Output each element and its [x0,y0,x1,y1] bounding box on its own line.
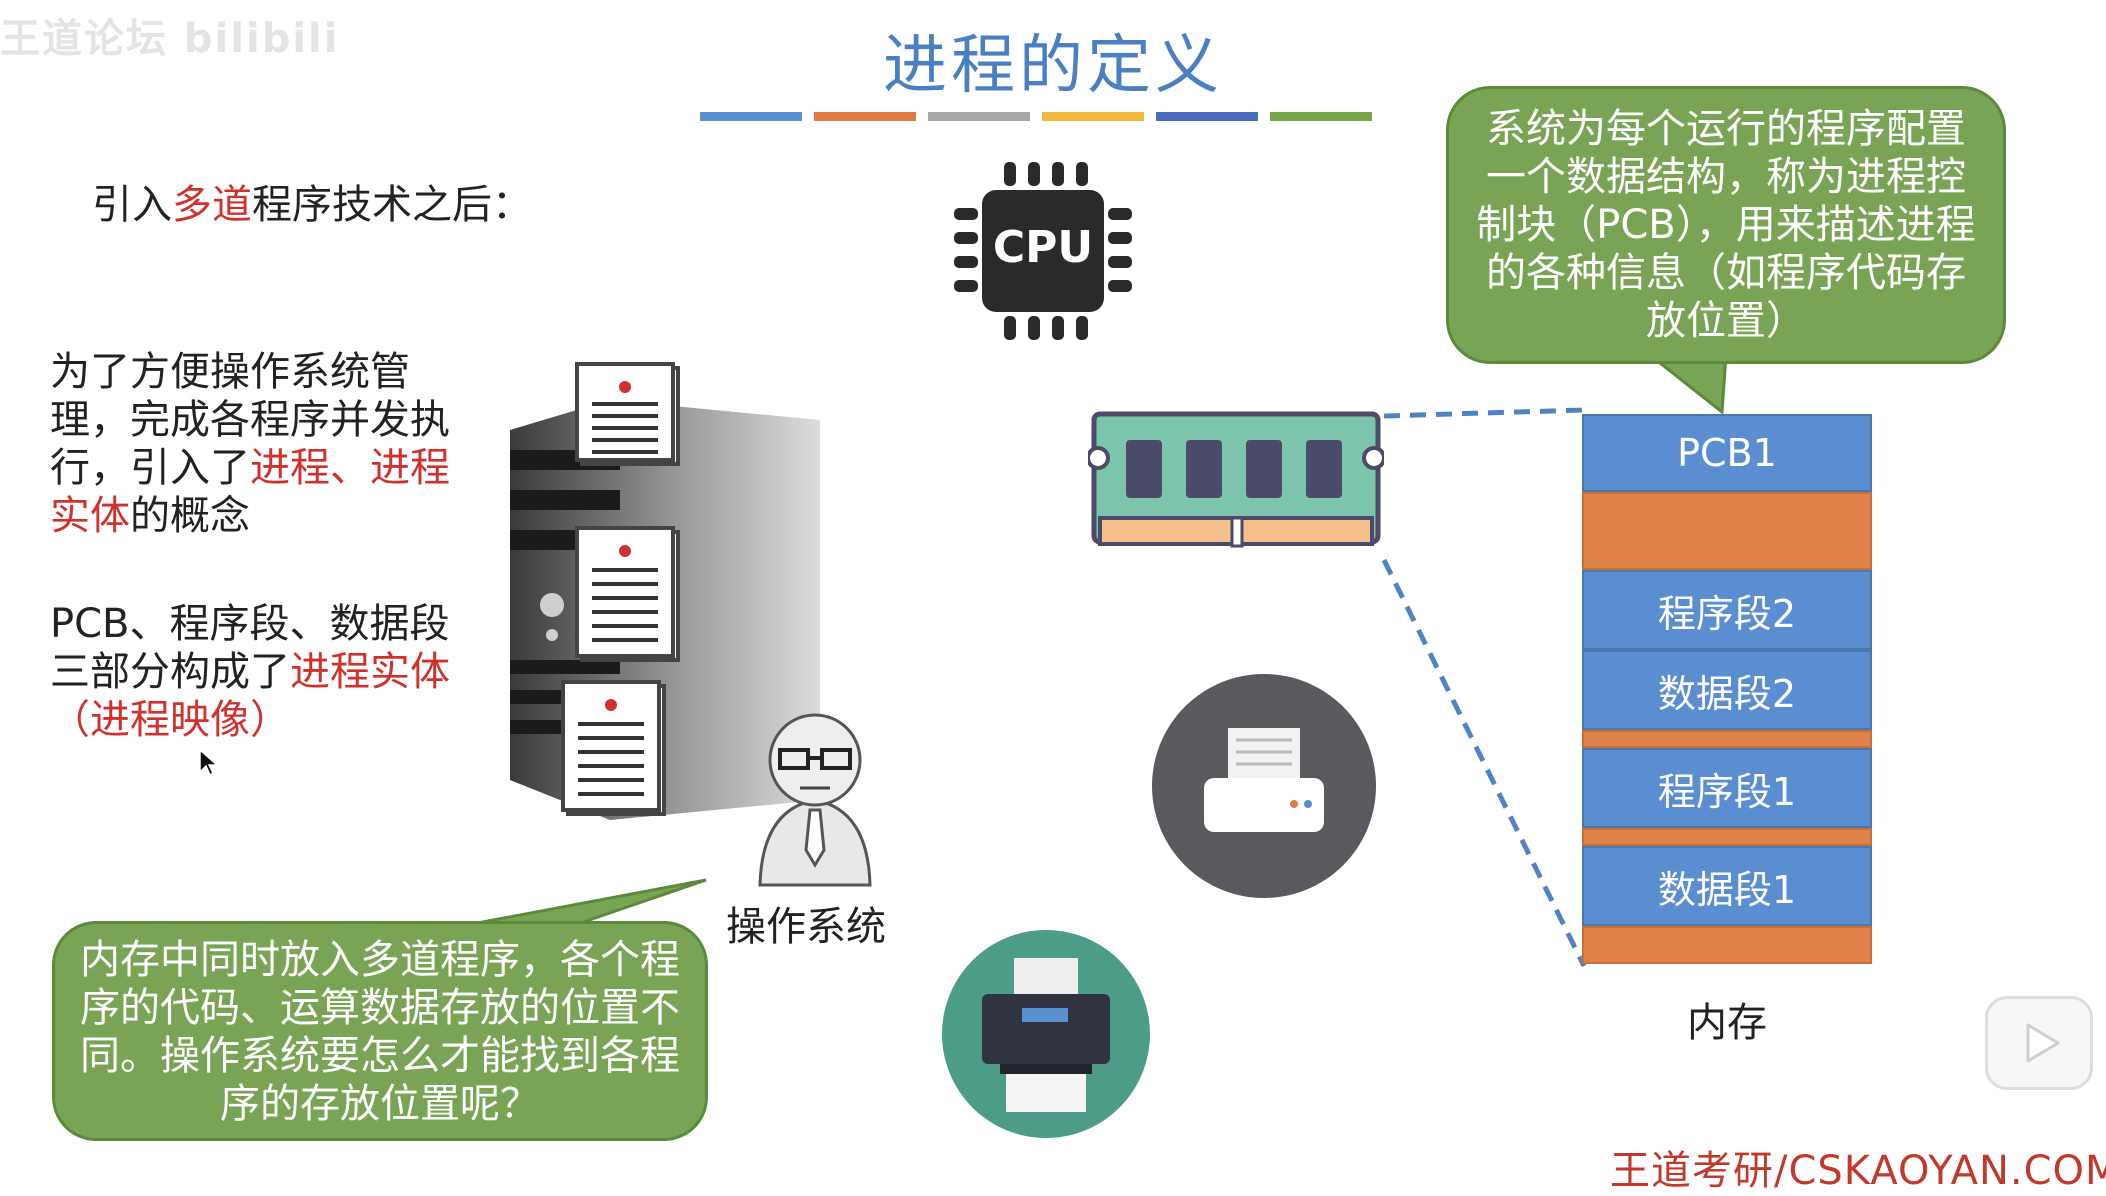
memory-block: 程序段2 [1582,570,1872,650]
ram-module-icon [1088,411,1384,548]
para1-text: 为了方便操作系统管理，完成各程序并发执行，引入了 [50,349,450,491]
memory-block: 数据段2 [1582,650,1872,730]
para2-paren-open: （ [50,697,90,743]
para1-highlight: 进程、进程实体 [50,445,450,539]
memory-block: 数据段1 [1582,846,1872,926]
memory-free-space [1582,926,1872,964]
title-bar-segment [1270,112,1372,121]
printer-icon [1152,674,1376,898]
video-play-button[interactable] [1985,996,2093,1090]
para2-text: PCB、程序段、数据段三部分构成了 [50,601,450,695]
footer-brand: 王道考研/CSKAOYAN.COM [1610,1148,2106,1194]
title-bar-segment [700,112,802,121]
memory-block: PCB1 [1582,414,1872,492]
para1-text-end: 的概念 [130,493,250,539]
memory-label: 内存 [1687,1000,1767,1046]
callout-memory-question: 内存中同时放入多道程序，各个程序的代码、运算数据存放的位置不同。操作系统要怎么才… [52,921,708,1141]
memory-free-space [1582,828,1872,846]
title-bar-segment [1156,112,1258,121]
document-icon [575,362,680,466]
intro-highlight: 多道 [172,182,252,228]
mouse-cursor-icon [199,748,219,777]
watermark: 王道论坛 bilibili [0,16,340,62]
callout-pcb-definition: 系统为每个运行的程序配置一个数据结构，称为进程控制块（PCB），用来描述进程的各… [1446,86,2006,364]
para2-paren-close: ） [250,697,290,743]
os-label: 操作系统 [726,904,886,950]
intro-prefix: 引入 [92,182,172,228]
memory-free-space [1582,730,1872,748]
paragraph-process-concept: 为了方便操作系统管理，完成各程序并发执行，引入了进程、进程实体的概念 [50,348,450,540]
document-icon [561,680,666,816]
office-printer-icon [942,930,1150,1138]
intro-suffix: 程序技术之后： [252,182,532,228]
memory-block: 程序段1 [1582,748,1872,828]
slide-title: 进程的定义 [883,29,1223,103]
intro-line: 引入多道程序技术之后： [92,172,532,230]
para2-highlight-entity: 进程实体 [290,649,450,695]
title-bar-segment [814,112,916,121]
title-underline-bars [700,112,1372,121]
para2-highlight-image: 进程映像 [90,697,250,743]
operating-system-person-icon [758,713,872,887]
paragraph-process-entity: PCB、程序段、数据段三部分构成了进程实体 （进程映像） [50,600,450,744]
cpu-chip-icon [954,162,1132,340]
cpu-label: CPU [992,222,1094,273]
document-icon [575,526,680,662]
memory-free-space [1582,492,1872,570]
title-bar-segment [928,112,1030,121]
play-icon [2026,1023,2060,1063]
title-bar-segment [1042,112,1144,121]
memory-zoom-connector [1381,407,1587,968]
